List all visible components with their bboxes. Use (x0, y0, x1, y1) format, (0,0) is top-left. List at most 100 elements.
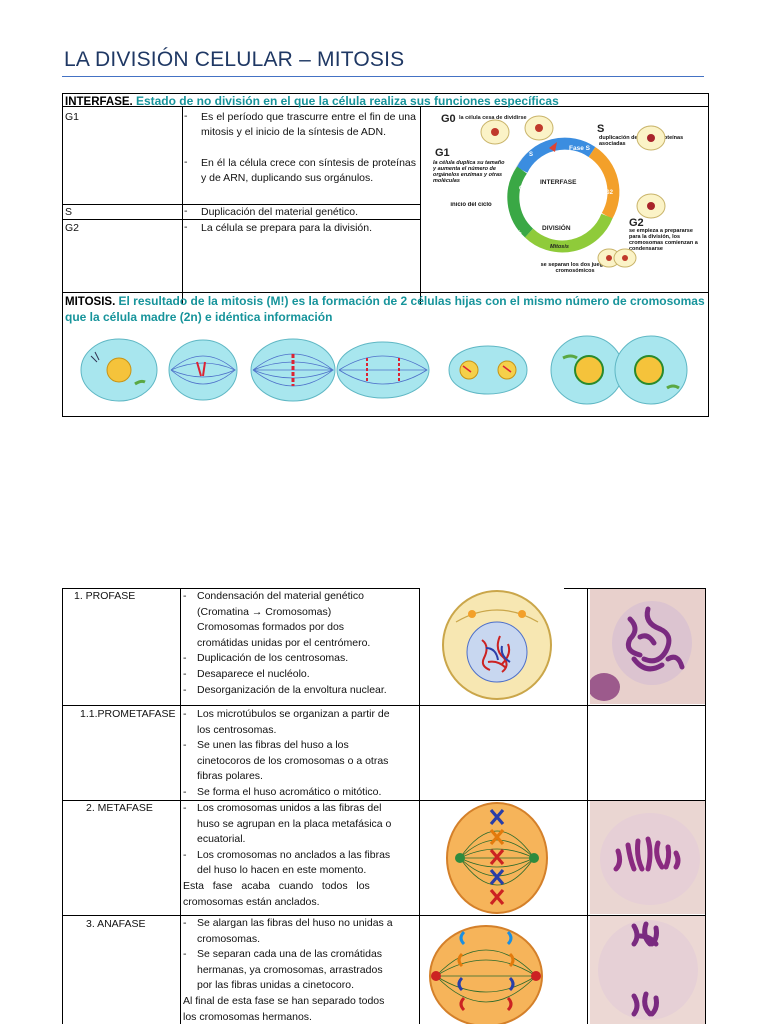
phase-line: cromosomas. (183, 932, 419, 948)
phase-line-text: Se separan cada una de las cromátidas (197, 948, 383, 961)
dash: - (183, 848, 187, 861)
dash: - (183, 590, 187, 602)
phase-line: -Condensación del material genético (183, 589, 419, 605)
label-g2-small: G2 (605, 190, 614, 196)
phase-line-text: hermanas, ya cromosomas, arrastrados (197, 963, 383, 976)
phase-line: hermanas, ya cromosomas, arrastrados (183, 963, 419, 979)
arrow-icon (549, 142, 557, 152)
dash (183, 723, 197, 739)
dash (183, 963, 197, 979)
phase-line-text: del huso lo hacen en este momento. (197, 864, 367, 877)
label-fase-s: Fase S (569, 145, 591, 152)
table-rule (63, 204, 421, 205)
profase-illustration (442, 590, 552, 700)
phase-line-text: huso se agrupan en la placa metafásica o (197, 817, 392, 830)
phase-line: -Los cromosomas unidos a las fibras del (183, 801, 419, 817)
dash (183, 832, 197, 848)
dash: - (183, 652, 187, 665)
phase-line: Al final de esta fase se han separado to… (183, 994, 419, 1010)
phase-line: -Se alargan las fibras del huso no unida… (183, 916, 419, 932)
phase-line: -Se forma el huso acromático o mitótico. (183, 785, 419, 801)
table-rule (62, 588, 420, 589)
label-s-small: S (529, 152, 533, 158)
phase-line: cinetocoros de los cromosomas o a otras (183, 754, 419, 770)
row-s-name: S (65, 206, 73, 218)
table-rule (62, 915, 706, 916)
row-s-item: Duplicación del material genético. (201, 206, 359, 218)
phase-line-text: Desaparece el nucléolo. (197, 667, 310, 680)
arc-mitosis (524, 213, 613, 253)
stage-prometafase (168, 339, 238, 401)
label-g1-small: G1 (519, 186, 528, 192)
dash: - (183, 802, 187, 814)
dash (183, 978, 197, 994)
dash (183, 620, 197, 636)
stage-anafase (336, 341, 430, 399)
dash: - (183, 948, 187, 961)
phase-line: del huso lo hacen en este momento. (183, 863, 419, 879)
row-g2-name: G2 (65, 222, 80, 234)
label-division: DIVISIÓN (542, 223, 571, 232)
phase-line-text: ecuatorial. (197, 833, 246, 846)
dash (183, 636, 197, 652)
dash: - (184, 110, 188, 122)
table-rule (420, 106, 421, 304)
phase-name-prometafase: 1.1.PROMETAFASE (80, 708, 176, 720)
interfase-header: INTERFASE. Estado de no división en el q… (65, 94, 559, 108)
dash: - (184, 205, 188, 217)
stage-telofase (448, 345, 528, 395)
phase-line-text: Se forma el huso acromático o mitótico. (197, 785, 382, 798)
phase-line-text: los centrosomas. (197, 723, 277, 736)
phase-line: cromátidas unidas por el centrómero. (183, 636, 419, 652)
cycle-cells (480, 115, 666, 268)
table-rule (180, 588, 181, 1024)
cell-cycle-diagram: G0 la célula cesa de dividirse G1 la cél… (433, 113, 698, 274)
mitosis-stages (80, 335, 688, 405)
label-separan: se separan los dos juegos cromosómicos (540, 262, 610, 274)
phase-line: fibras polares. (183, 769, 419, 785)
anafase-photo (590, 916, 705, 1024)
phase-line: por las fibras unidas a cinetocoro. (183, 978, 419, 994)
phase-text-profase: -Condensación del material genético(Crom… (183, 589, 419, 698)
phase-line: -Los microtúbulos se organizan a partir … (183, 707, 419, 723)
dash (183, 605, 197, 621)
phase-line-text: Cromosomas formados por dos (197, 621, 345, 634)
row-g2-item: La célula se prepara para la división. (201, 222, 373, 234)
table-rule (62, 588, 63, 1024)
stage-citocinesis (550, 335, 688, 405)
profase-photo (590, 589, 705, 704)
arc-g2 (588, 147, 620, 219)
dash (183, 932, 197, 948)
phase-line: cromosomas están anclados. (183, 895, 419, 911)
table-rule (62, 705, 706, 706)
phase-line: los cromosomas hermanos. (183, 1010, 419, 1025)
table-rule (62, 800, 706, 801)
dash: - (183, 708, 187, 720)
phase-line-text: Los cromosomas unidos a las fibras del (197, 802, 382, 814)
stage-metafase (250, 338, 336, 402)
phase-line-text: cromosomas están anclados. (183, 895, 320, 908)
dash: - (183, 785, 187, 798)
mitosis-header: MITOSIS. El resultado de la mitosis (M!)… (65, 294, 705, 324)
row-g1-name: G1 (65, 111, 80, 123)
phase-name-anafase: 3. ANAFASE (86, 918, 146, 930)
phase-line-text: por las fibras unidas a cinetocoro. (197, 979, 355, 992)
metafase-illustration (446, 802, 548, 914)
table-rule (63, 106, 708, 107)
title-rule (62, 76, 704, 77)
phase-name-metafase: 2. METAFASE (86, 802, 153, 814)
row-g1-item-1: Es el período que trascurre entre el fin… (201, 111, 416, 138)
label-g1: G1 (435, 147, 450, 159)
phase-line-text: Duplicación de los centrosomas. (197, 652, 349, 665)
phase-text-anafase: -Se alargan las fibras del huso no unida… (183, 916, 419, 1025)
label-g1-text: la célula duplica su tamaño y aumenta el… (433, 160, 505, 184)
label-g0-text: la célula cesa de dividirse (459, 115, 527, 121)
table-rule (587, 588, 588, 1024)
table-rule (63, 292, 708, 293)
dash (183, 754, 197, 770)
phase-line-text: (Cromatina → Cromosomas) (197, 605, 332, 618)
phase-line-text: fibras polares. (197, 770, 263, 783)
phase-line-text: Los cromosomas no anclados a las fibras (197, 848, 391, 861)
row-g1-item-2: En él la célula crece con síntesis de pr… (201, 157, 416, 184)
dash (183, 863, 197, 879)
